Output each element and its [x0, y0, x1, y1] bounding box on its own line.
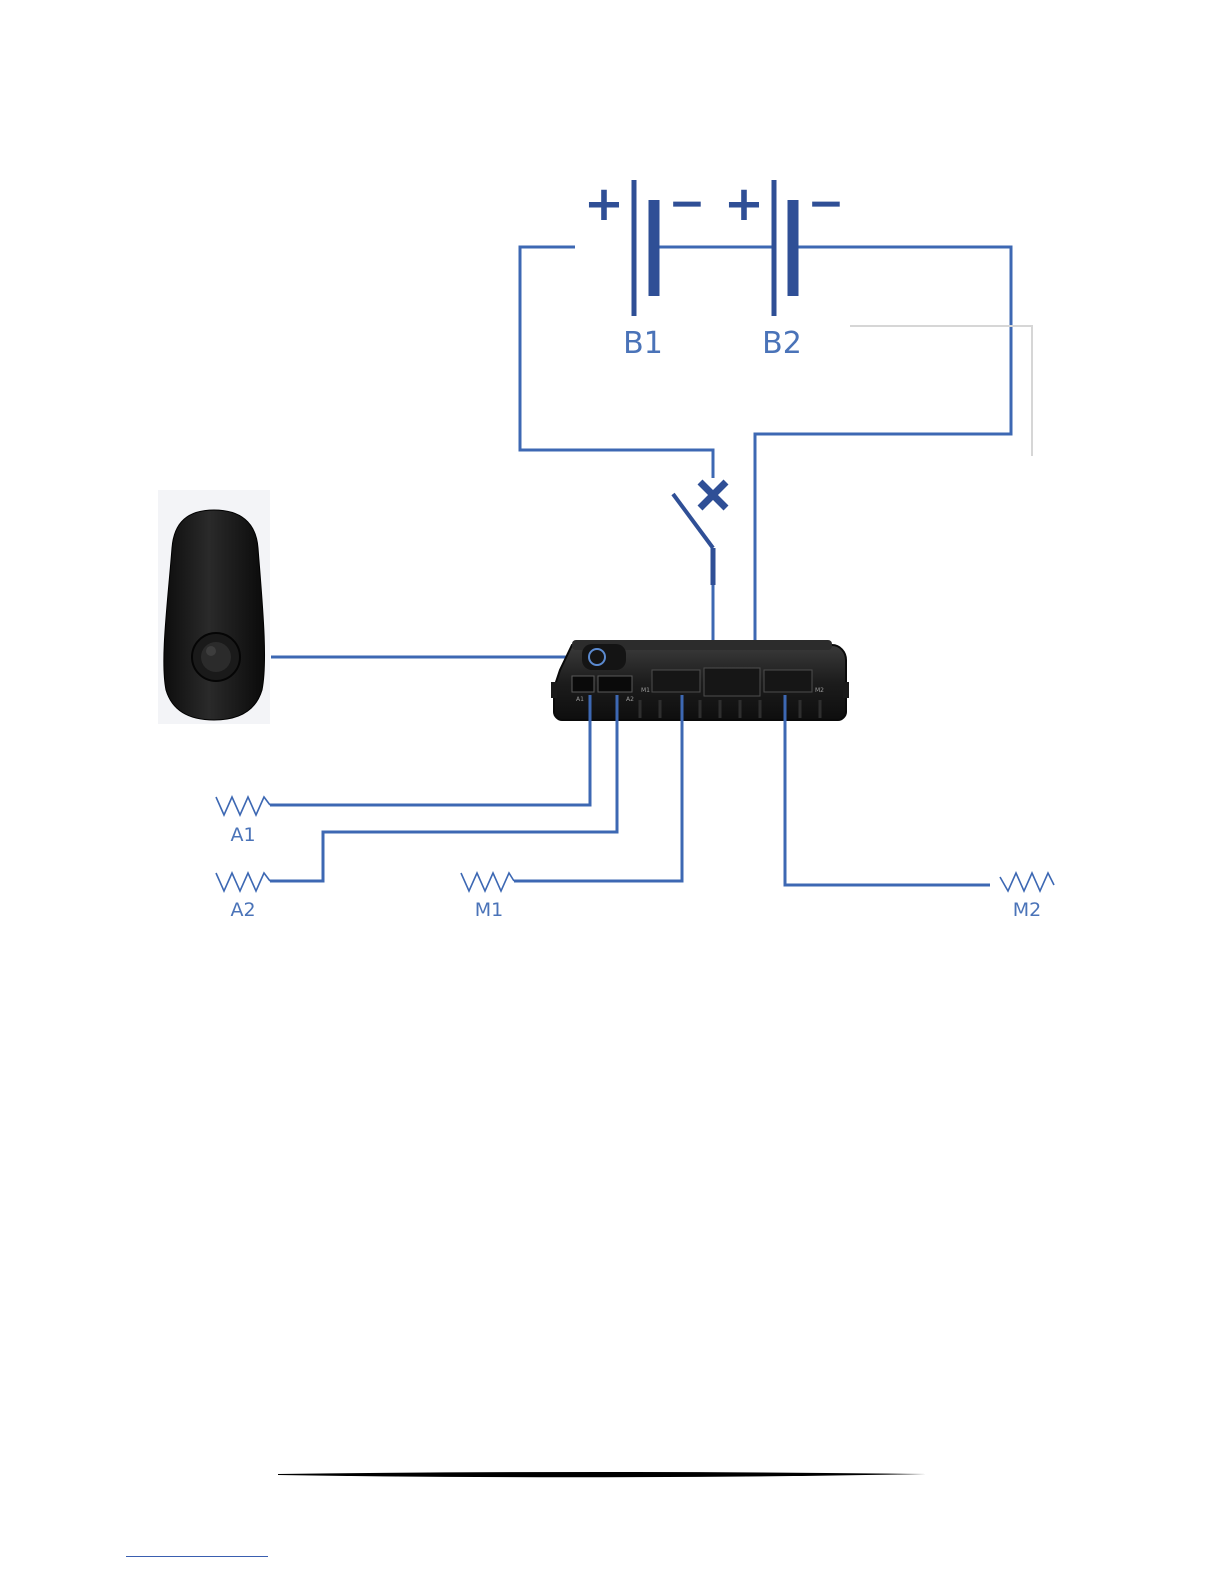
control-box-side-tab-left	[551, 682, 557, 698]
resistor-icon	[216, 873, 270, 891]
footer-underline	[126, 1556, 268, 1557]
battery-b1: + − B1	[584, 176, 706, 361]
wire-a1	[270, 695, 590, 805]
control-box-icon: A1 A2 M1 M2	[551, 640, 849, 720]
battery-b1-label: B1	[623, 326, 663, 361]
resistor-icon	[1000, 873, 1054, 891]
wire-a2	[270, 695, 617, 881]
resistor-icon	[216, 797, 270, 815]
control-box-mark-a1: A1	[576, 696, 584, 703]
pendant-button-highlight	[206, 646, 216, 656]
load-m2-label: M2	[1013, 899, 1041, 921]
battery-b2: + − B2	[724, 176, 845, 361]
hand-control-pendant-icon	[158, 490, 270, 724]
resistor-icon	[461, 873, 514, 891]
pendant-body	[164, 510, 265, 720]
wire-m1	[514, 695, 682, 881]
battery-b2-plus: +	[724, 176, 764, 232]
pendant-button	[201, 642, 231, 672]
control-box-side-tab-right	[843, 682, 849, 698]
faint-wire	[850, 326, 1032, 456]
load-m1-label: M1	[475, 899, 503, 921]
load-a1-label: A1	[230, 824, 255, 846]
control-box-mark-a2: A2	[626, 696, 634, 703]
load-m2: M2	[1000, 873, 1054, 921]
load-a2-label: A2	[230, 899, 255, 921]
control-box-port-power	[704, 668, 760, 696]
footer-divider	[278, 1472, 926, 1477]
control-box-mark-m1: M1	[641, 687, 650, 694]
battery-b2-label: B2	[762, 326, 802, 361]
control-box-port-m1	[652, 670, 700, 692]
load-a1: A1	[216, 797, 270, 846]
battery-b1-minus: −	[669, 178, 706, 229]
load-wires	[270, 695, 990, 885]
control-box-mark-m2: M2	[815, 687, 824, 694]
wire-b1-to-switch	[520, 247, 713, 478]
control-box-port-m2	[764, 670, 812, 692]
battery-b1-plus: +	[584, 176, 624, 232]
load-m1: M1	[461, 873, 514, 921]
control-box-port-a1	[572, 676, 594, 692]
load-a2: A2	[216, 873, 270, 921]
wire-b2-to-controller	[755, 247, 1011, 690]
wire-m2	[785, 695, 990, 885]
control-box-port-a2	[598, 676, 632, 692]
battery-b2-minus: −	[808, 178, 845, 229]
